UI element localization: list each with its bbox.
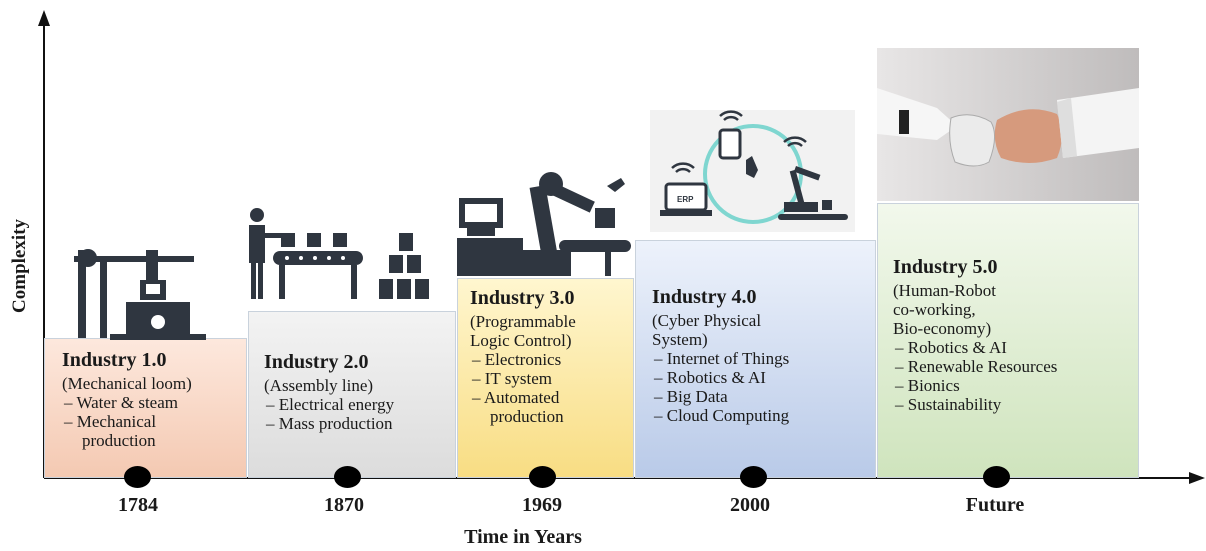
stage-3-title: Industry 3.0 (470, 287, 575, 309)
year-label-1969: 1969 (522, 494, 562, 516)
stage-3-bullet: Electronics (470, 350, 632, 369)
year-label-future: Future (965, 494, 1025, 516)
stage-3-bullet: Automated production (470, 388, 602, 426)
stage-3-subtitle: (Programmable (470, 312, 576, 331)
timeline-dot-1969 (529, 466, 556, 488)
stage-3-content: Industry 3.0 (Programmable Logic Control… (470, 287, 632, 426)
stage-1-bullet: Mechanical production (62, 412, 212, 450)
x-axis-label: Time in Years (464, 526, 582, 548)
stage-2-subtitle: (Assembly line) (264, 376, 374, 395)
stage-5-bullet: Robotics & AI (893, 338, 1137, 357)
stage-5-bullet: Renewable Resources (893, 357, 1137, 376)
timeline-dot-1784 (124, 466, 151, 488)
stage-2-content: Industry 2.0 (Assembly line) Electrical … (264, 351, 454, 433)
stage-4-bullet: Robotics & AI (652, 368, 874, 387)
stage-1-subtitle: (Mechanical loom) (62, 374, 192, 393)
stage-2-bullet: Mass production (264, 414, 454, 433)
timeline-dot-future (983, 466, 1010, 488)
stage-3-bullet: IT system (470, 369, 632, 388)
stage-5-content: Industry 5.0 (Human-Robot co-working, Bi… (893, 256, 1137, 414)
stage-5-title: Industry 5.0 (893, 256, 998, 278)
human-robot-fist-bump-photo (877, 48, 1139, 201)
stage-4-subtitle: System) (652, 330, 708, 349)
stage-4-title: Industry 4.0 (652, 286, 757, 308)
connected-devices-icon: ERP (660, 110, 848, 224)
robot-arm-computer-icon (457, 172, 631, 276)
stage-3-subtitle: Logic Control) (470, 331, 572, 350)
stage-1-bullet: Water & steam (62, 393, 244, 412)
y-axis-label: Complexity (9, 219, 30, 313)
stage-5-bullet: Bionics (893, 376, 1137, 395)
year-label-1784: 1784 (118, 494, 158, 516)
timeline-dot-2000 (740, 466, 767, 488)
stage-4-bullet: Internet of Things (652, 349, 874, 368)
stage-4-bullet: Big Data (652, 387, 874, 406)
stage-5-subtitle: Bio-economy) (893, 319, 992, 338)
assembly-line-icon (249, 208, 429, 299)
stage-4-subtitle: (Cyber Physical (652, 311, 762, 330)
stage-2-title: Industry 2.0 (264, 351, 369, 373)
stage-5-subtitle: (Human-Robot (893, 281, 996, 300)
steam-engine-icon (74, 249, 206, 340)
timeline-dot-1870 (334, 466, 361, 488)
year-label-1870: 1870 (324, 494, 364, 516)
erp-label: ERP (677, 195, 694, 204)
stage-5-bullet: Sustainability (893, 395, 1137, 414)
stage-1-content: Industry 1.0 (Mechanical loom) Water & s… (62, 349, 244, 450)
year-label-2000: 2000 (730, 494, 770, 516)
stage-5-subtitle: co-working, (893, 300, 976, 319)
stage-2-bullet: Electrical energy (264, 395, 454, 414)
stage-4-content: Industry 4.0 (Cyber Physical System) Int… (652, 286, 874, 425)
stage-4-bullet: Cloud Computing (652, 406, 874, 425)
stage-1-title: Industry 1.0 (62, 349, 167, 371)
